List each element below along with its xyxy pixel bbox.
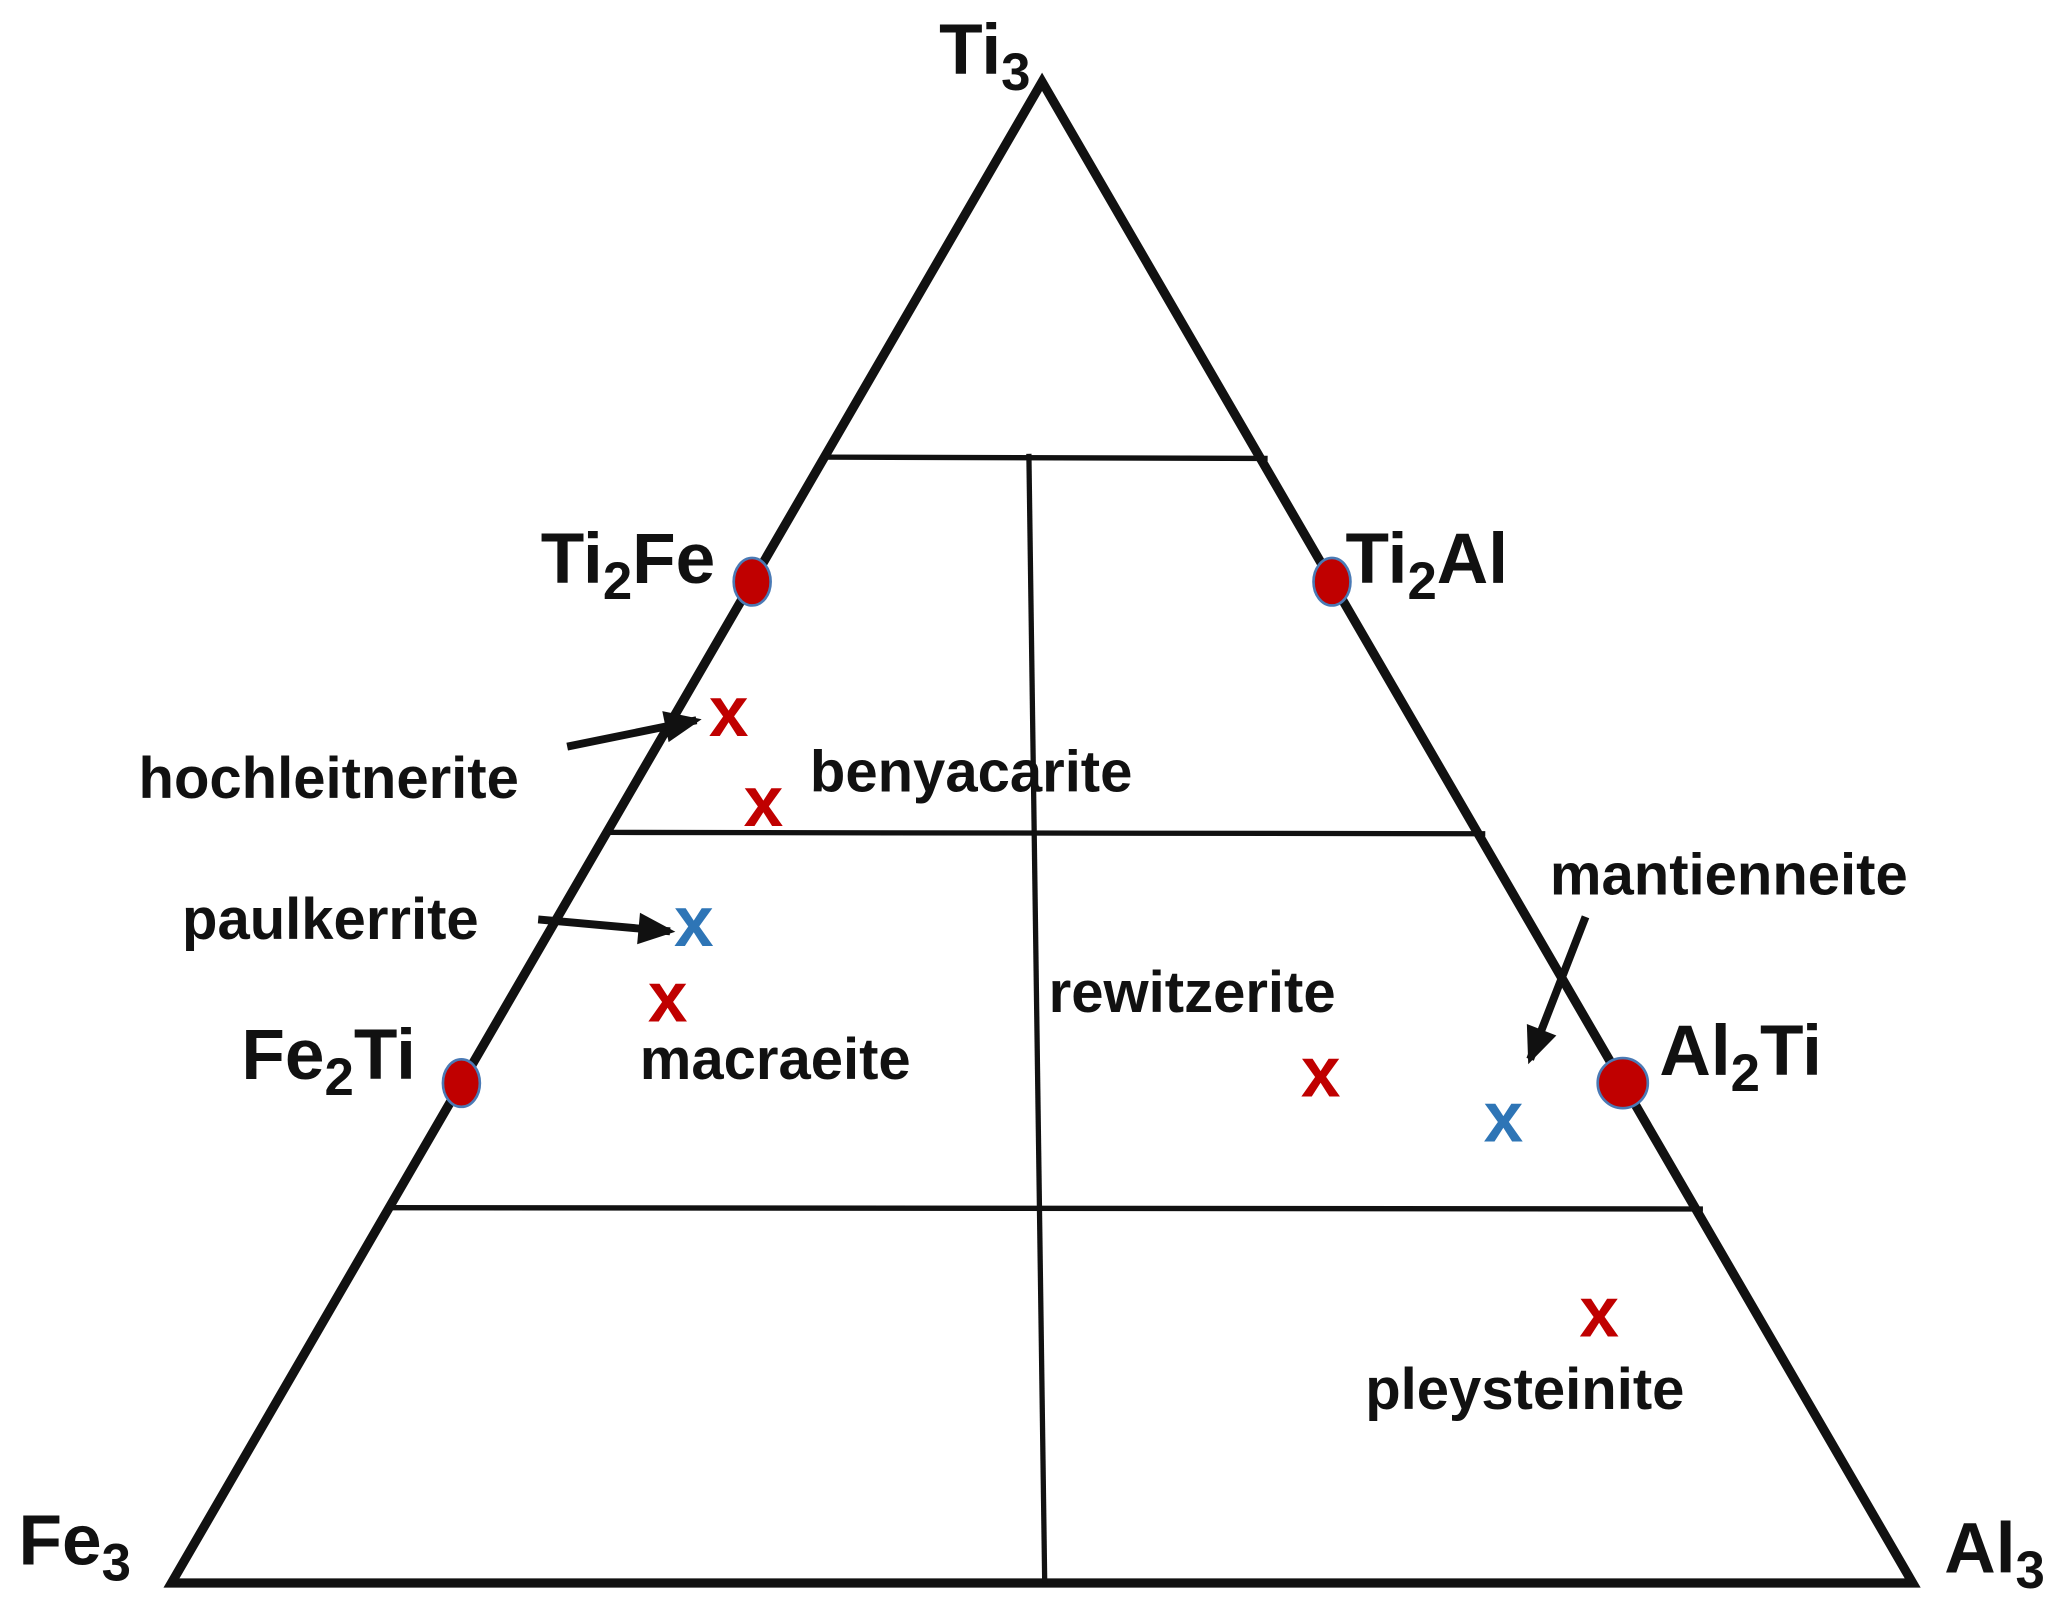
grid-line [389, 1205, 1703, 1212]
triangle-frame [163, 72, 1921, 1588]
end-member-dot [1312, 556, 1352, 607]
grid-line [606, 829, 1486, 837]
end-member-dot [1596, 1056, 1650, 1110]
mineral-marker-x: x [744, 763, 784, 842]
mineral-label-hochleitnerite: hochleitnerite [139, 746, 519, 811]
vertex-label-fe3: Fe3 [18, 1501, 130, 1592]
mineral-label-mantienneite: mantienneite [1550, 842, 1908, 907]
arrowhead-icon [1526, 1024, 1557, 1065]
arrowhead-icon [662, 711, 702, 743]
end-member-dot [441, 1058, 482, 1109]
end-member-label: Ti2Fe [541, 520, 715, 611]
end-member-label: Fe2Ti [241, 1016, 415, 1107]
mineral-marker-x: x [1301, 1033, 1341, 1112]
mineral-marker-x: x [1579, 1274, 1619, 1353]
mineral-label-macraeite: macraeite [640, 1027, 911, 1092]
mineral-marker-x: x [674, 883, 714, 962]
divider-line [1026, 453, 1048, 1583]
vertex-label-ti3: Ti3 [939, 11, 1030, 102]
mineral-label-rewitzerite: rewitzerite [1049, 960, 1336, 1025]
end-member-label: Ti2Al [1345, 520, 1508, 611]
vertex-labels: Ti3 Fe3 Al3 [18, 11, 2044, 1600]
end-member-label: Al2Ti [1659, 1012, 1822, 1103]
mineral-marker-x: x [1484, 1078, 1524, 1157]
grid-line [824, 454, 1268, 462]
mineral-label-paulkerrite: paulkerrite [182, 887, 479, 952]
end-member-dot [732, 556, 772, 607]
mineral-marker-x: x [648, 958, 688, 1037]
minerals: x hochleitnerite x benyacarite x paulkerrite x… [139, 673, 1908, 1422]
mineral-label-pleysteinite: pleysteinite [1365, 1357, 1684, 1422]
mineral-marker-x: x [709, 673, 749, 752]
arrowhead-icon [637, 912, 676, 945]
vertex-label-al3: Al3 [1944, 1509, 2045, 1600]
mineral-label-benyacarite: benyacarite [810, 740, 1133, 805]
